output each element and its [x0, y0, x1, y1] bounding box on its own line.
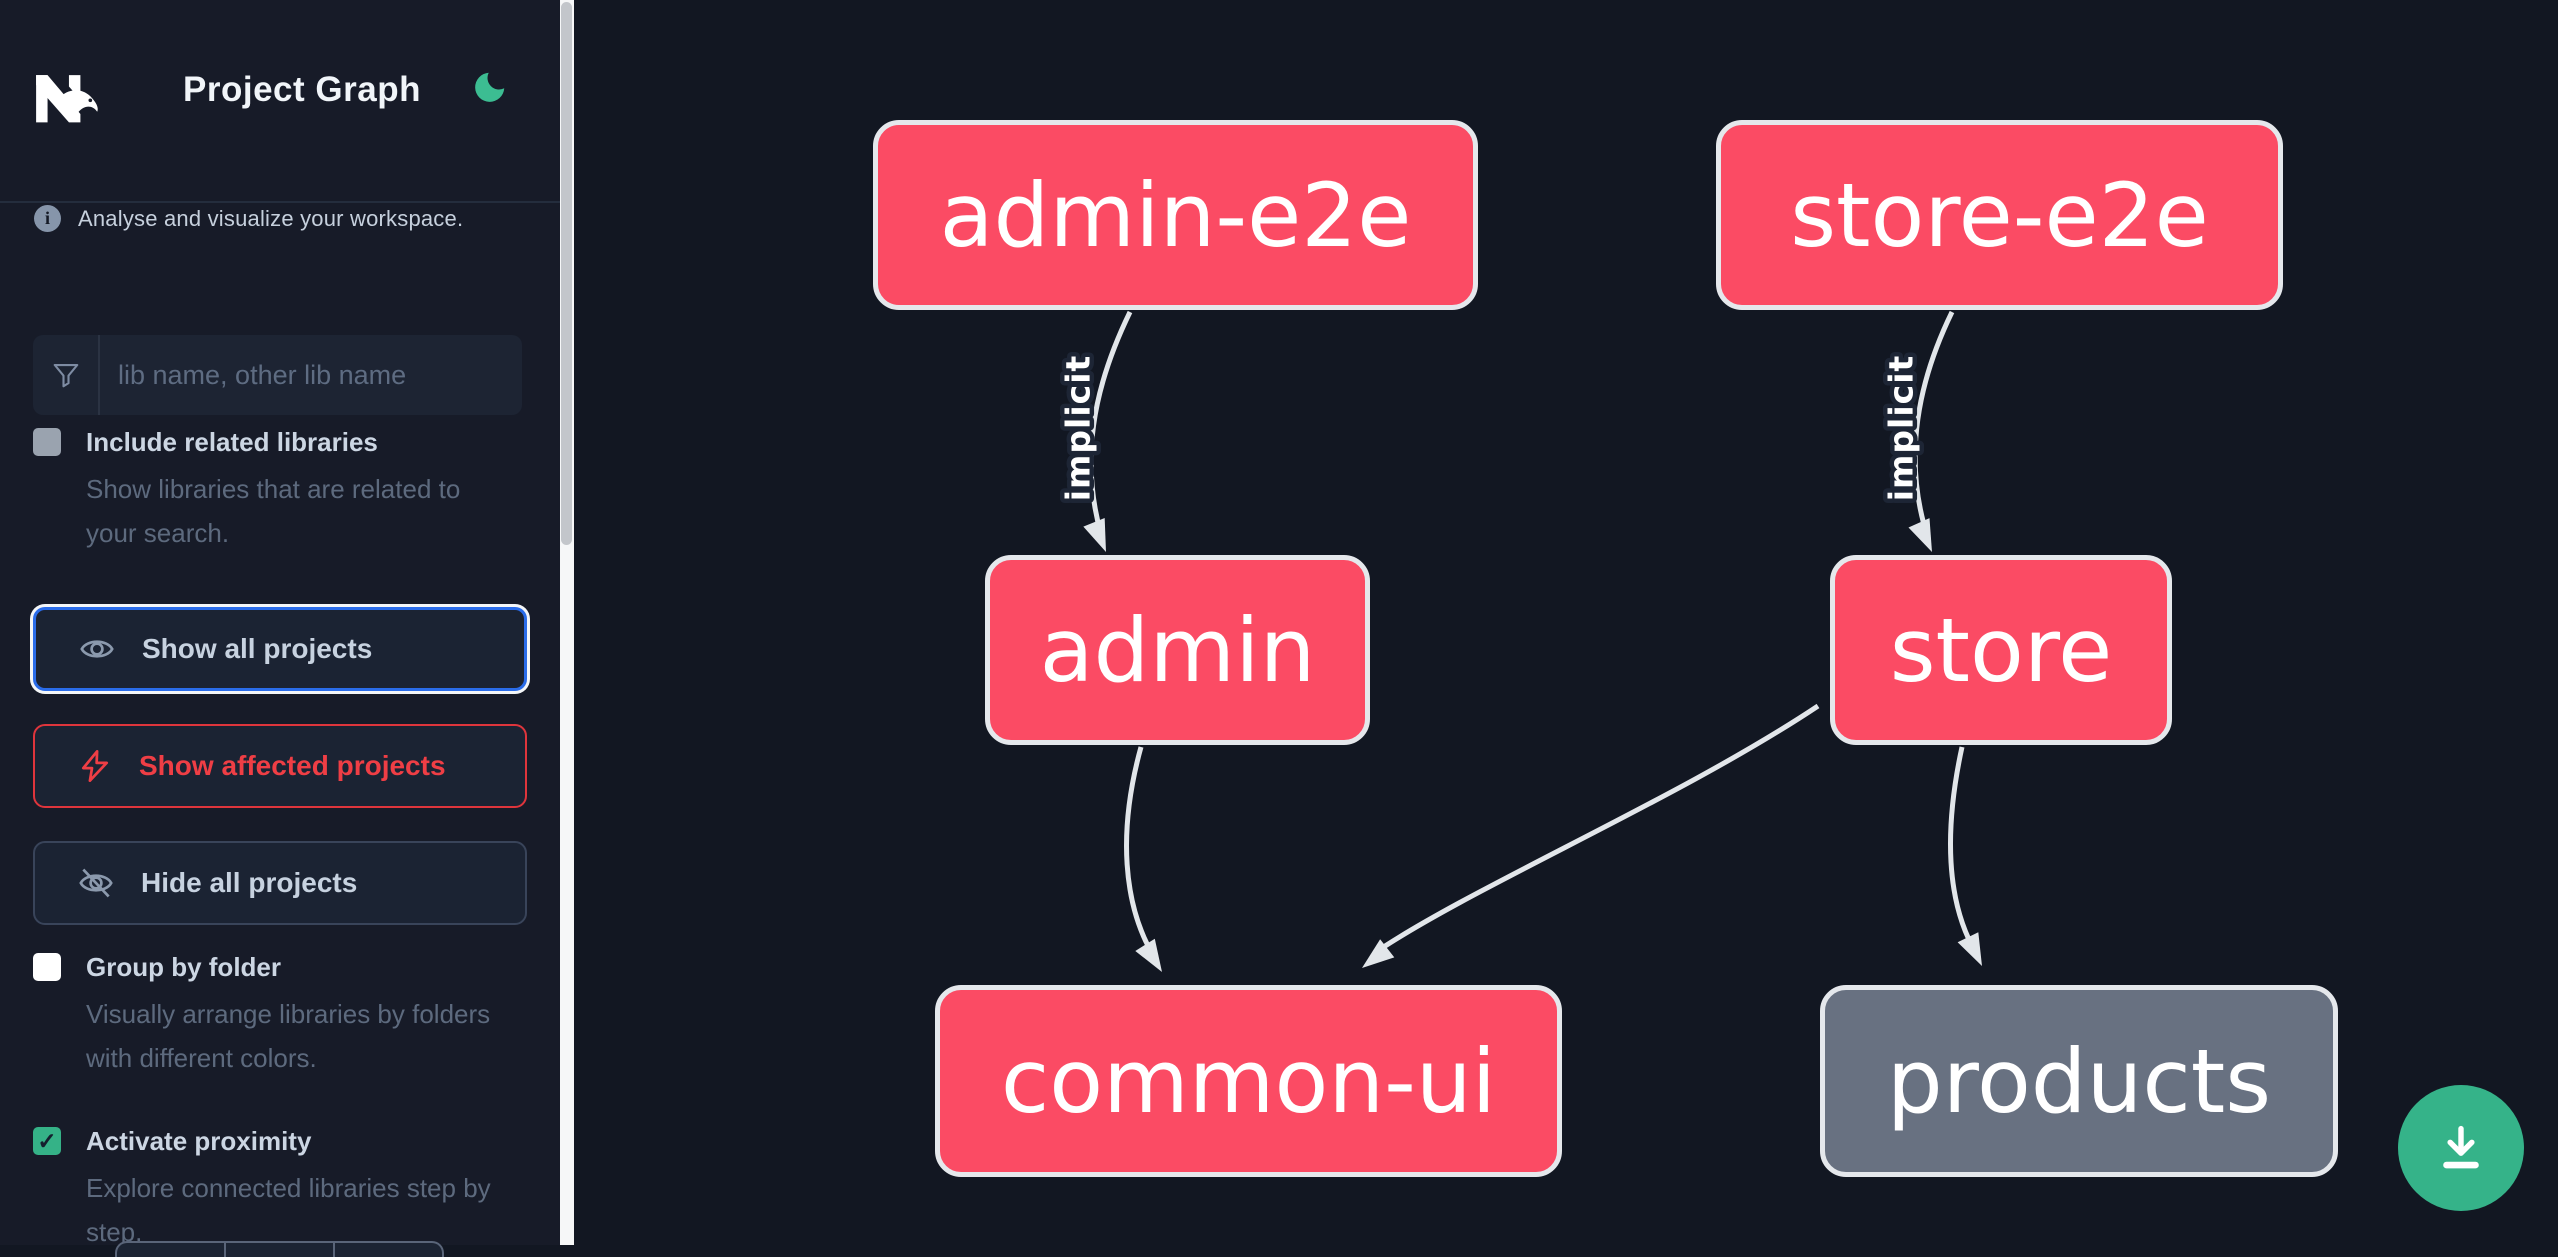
page-title: Project Graph — [183, 70, 421, 109]
tagline-row: i Analyse and visualize your workspace. — [34, 205, 534, 232]
search-input[interactable] — [100, 335, 522, 415]
bolt-icon — [81, 749, 109, 783]
checkbox-unchecked[interactable] — [33, 428, 61, 456]
info-icon: i — [34, 205, 61, 232]
download-icon — [2443, 1125, 2479, 1169]
button-label: Show all projects — [142, 633, 373, 664]
checkbox-checked[interactable]: ✓ — [33, 1127, 61, 1155]
show-all-projects-button[interactable]: Show all projects — [33, 607, 527, 691]
graph-node-products[interactable]: products — [1820, 985, 2338, 1177]
graph-node-admin-e2e[interactable]: admin-e2e — [873, 120, 1478, 310]
toggle-description: Explore connected libraries step by step… — [86, 1173, 491, 1247]
hide-all-projects-button[interactable]: Hide all projects — [33, 841, 527, 925]
proximity-stepper-control[interactable] — [115, 1241, 444, 1257]
filter-icon — [33, 335, 100, 415]
sidebar: Project Graph i Analyse and visualize yo… — [0, 0, 560, 1257]
checkbox-unchecked[interactable] — [33, 953, 61, 981]
sidebar-scrollbar[interactable] — [560, 0, 574, 1245]
scrollbar-thumb[interactable] — [561, 2, 572, 545]
toggle-activate-proximity[interactable]: ✓ Activate proximity Explore connected l… — [33, 1124, 503, 1254]
button-label: Show affected projects — [139, 750, 446, 781]
graph-node-common-ui[interactable]: common-ui — [935, 985, 1562, 1177]
graph-node-store[interactable]: store — [1830, 555, 2172, 745]
stepper-segment[interactable] — [117, 1243, 226, 1257]
graph-node-store-e2e[interactable]: store-e2e — [1716, 120, 2283, 310]
button-label: Hide all projects — [141, 867, 358, 898]
graph-node-admin[interactable]: admin — [985, 555, 1370, 745]
stepper-segment[interactable] — [226, 1243, 335, 1257]
theme-toggle-button[interactable] — [468, 66, 512, 110]
toggle-label: Activate proximity — [86, 1126, 312, 1156]
toggle-label: Include related libraries — [86, 427, 378, 457]
stepper-segment[interactable] — [335, 1243, 442, 1257]
toggle-description: Visually arrange libraries by folders wi… — [86, 999, 491, 1073]
sidebar-header: Project Graph — [0, 0, 560, 203]
nx-logo-icon — [36, 75, 98, 123]
search-box — [33, 335, 522, 415]
toggle-include-related-libraries[interactable]: Include related libraries Show libraries… — [33, 425, 503, 555]
tagline-text: Analyse and visualize your workspace. — [78, 205, 464, 231]
toggle-description: Show libraries that are related to your … — [86, 474, 461, 548]
toggle-group-by-folder[interactable]: Group by folder Visually arrange librari… — [33, 950, 503, 1080]
moon-icon — [475, 72, 505, 102]
save-image-button[interactable] — [2398, 1085, 2524, 1211]
show-affected-projects-button[interactable]: Show affected projects — [33, 724, 527, 808]
toggle-label: Group by folder — [86, 952, 281, 982]
eye-icon — [80, 640, 114, 658]
eye-off-icon — [79, 868, 113, 898]
